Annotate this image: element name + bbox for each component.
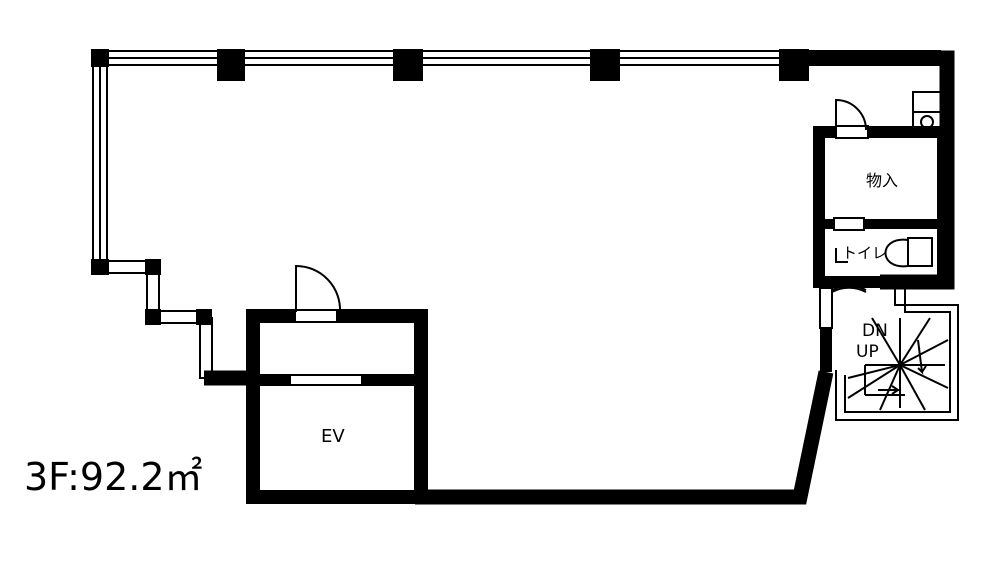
floor-area-label: 3F:92.2㎡ [24,455,203,499]
storage-toilet-block [813,91,949,288]
elevator-core [246,264,428,504]
staircase [835,285,959,421]
storage-label: 物入 [866,171,898,190]
structural-columns [91,49,809,325]
stairs-up-label: UP [856,342,879,362]
stairs-down-label: DN [862,321,888,341]
elevator-label: EV [321,426,345,447]
toilet-label: トイレ [842,244,887,262]
stair-entry [819,282,867,372]
main-room-boundary [415,370,834,505]
left-window-strip [92,50,108,272]
